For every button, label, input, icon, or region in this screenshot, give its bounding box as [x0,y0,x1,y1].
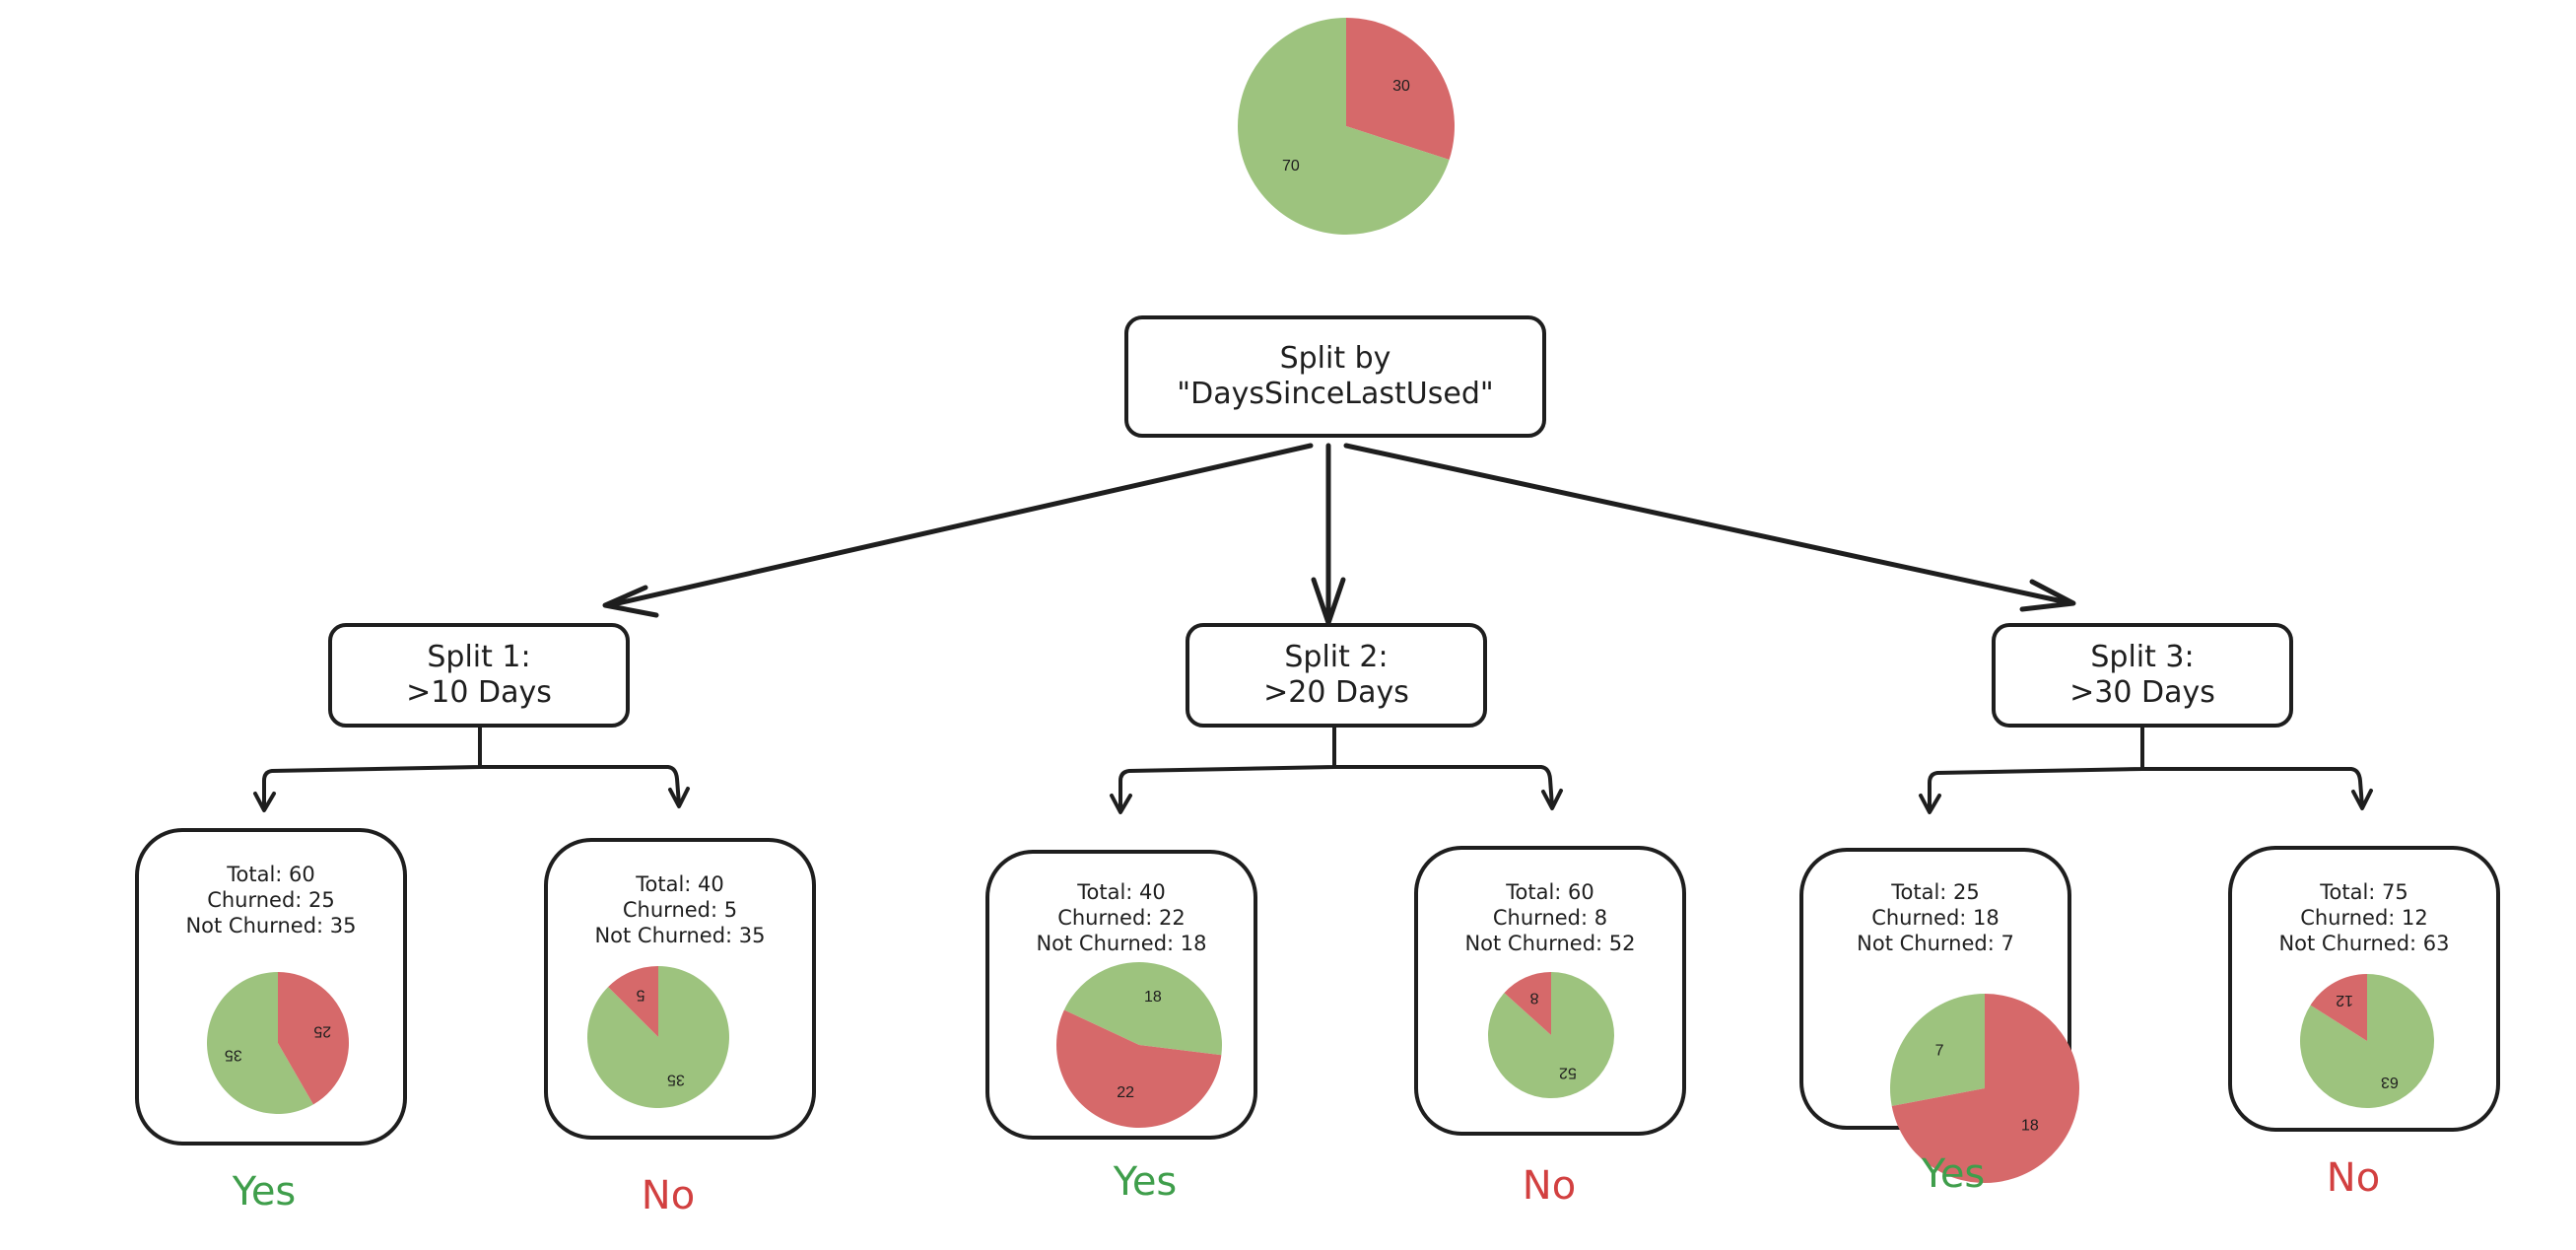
split-3-title: Split 3: [2090,640,2195,674]
root-split-box: Split by "DaysSinceLastUsed" [1124,315,1546,438]
branch-split-2-yes-head [1110,794,1132,814]
branch-split-2-yes [1119,724,1336,812]
pie-slice [1346,18,1455,160]
pie-slice-label: 18 [2021,1117,2039,1134]
leaf-total: Total: 40 [1077,880,1166,904]
pie-slice-label: 70 [1282,158,1300,174]
pie-slice [1063,961,1222,1056]
pie-slice [1891,994,2079,1183]
leaf-total: Total: 25 [1891,880,1980,904]
branch-split-1-yes-head [253,792,276,812]
arrow-root-to-split-3-head [2019,579,2076,612]
verdict-split-3-no: No [2326,1155,2381,1201]
leaf-not-churned: Not Churned: 18 [1036,932,1207,955]
pie-slice [1504,972,1551,1035]
verdict-split-1-no: No [641,1173,696,1218]
pie-slice [1890,994,1985,1106]
leaf-total: Total: 60 [227,863,315,886]
verdict-split-1-yes: Yes [232,1169,297,1215]
pie-slice-label: 35 [225,1047,242,1064]
pie-slice-label: 30 [1392,78,1410,95]
split-1-threshold: >10 Days [406,675,552,710]
verdict-split-2-yes: Yes [1113,1159,1178,1205]
branch-split-3-no-head [2351,789,2373,810]
pie-slice-label: 35 [667,1072,685,1088]
split-2-threshold: >20 Days [1263,675,1409,710]
leaf-churned: Churned: 5 [622,898,738,922]
pie-slice-label: 18 [1144,989,1162,1006]
leaf-churned: Churned: 18 [1871,906,2000,930]
split-1-box: Split 1: >10 Days [328,623,630,728]
leaf-not-churned: Not Churned: 7 [1857,932,2014,955]
branch-split-1-no [478,765,681,806]
branch-split-3-no [2140,767,2364,808]
leaf-not-churned: Not Churned: 52 [1464,932,1636,955]
pie-slice-label: 5 [637,986,645,1003]
pie-slice [207,972,313,1114]
verdict-split-2-no: No [1522,1163,1577,1209]
pie-slice-label: 12 [2336,992,2353,1008]
leaf-churned: Churned: 25 [207,888,335,912]
pie-slice [2310,974,2367,1041]
leaf-total: Total: 60 [1506,880,1594,904]
branch-split-1-yes [262,724,482,810]
leaf-total: Total: 40 [636,872,724,896]
leaf-churned: Churned: 22 [1057,906,1186,930]
branch-split-3-yes-head [1919,794,1941,814]
split-3-threshold: >30 Days [2069,675,2215,710]
root-split-title: Split by [1279,341,1391,376]
leaf-not-churned: Not Churned: 35 [594,924,766,947]
arrow-root-to-split-3 [1343,443,2074,606]
split-1-title: Split 1: [427,640,531,674]
pie-slice-label: 25 [313,1022,331,1039]
pie-slice [1237,18,1450,235]
split-2-title: Split 2: [1284,640,1389,674]
arrow-root-to-split-1 [606,443,1314,608]
arrow-root-to-split-1-head [602,585,659,618]
branch-split-2-no-head [1541,789,1563,810]
pie-slice [278,972,349,1105]
split-3-box: Split 3: >30 Days [1992,623,2293,728]
leaf-churned: Churned: 12 [2300,906,2428,930]
pie-slice-label: 22 [1117,1084,1134,1101]
verdict-split-3-yes: Yes [1921,1151,1986,1197]
pie-slice-label: 8 [1530,989,1539,1006]
root-split-feature: "DaysSinceLastUsed" [1177,377,1494,411]
pie-slice-label: 63 [2381,1074,2399,1090]
pie-slice [608,966,658,1037]
branch-split-2-no [1332,765,1554,808]
branch-split-1-no-head [668,787,690,808]
leaf-not-churned: Not Churned: 35 [185,914,357,938]
branch-split-3-yes [1928,726,2144,812]
pie-slice-label: 7 [1935,1043,1944,1060]
pie-slice-label: 52 [1559,1065,1577,1081]
pie-slice [1056,1009,1222,1128]
split-2-box: Split 2: >20 Days [1186,623,1487,728]
leaf-total: Total: 75 [2320,880,2408,904]
leaf-not-churned: Not Churned: 63 [2278,932,2450,955]
leaf-churned: Churned: 8 [1492,906,1608,930]
